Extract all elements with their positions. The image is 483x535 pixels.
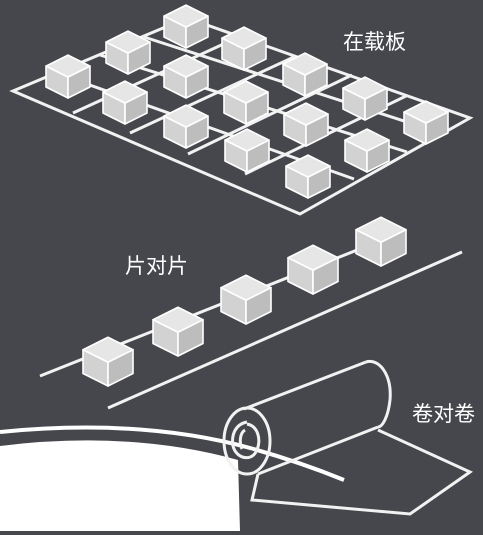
corner-arc (0, 425, 345, 531)
board-cube-12 (403, 100, 449, 145)
roll-to-roll-label: 卷对卷 (412, 402, 475, 426)
chip-cube-4 (152, 306, 204, 357)
board-cube-2 (105, 30, 151, 75)
chip-cube-2 (287, 244, 339, 295)
board-cube-4 (45, 54, 91, 99)
board-cube-3 (221, 26, 267, 71)
board-cube-6 (282, 52, 328, 97)
chip-cube-1 (355, 216, 407, 267)
board-cube-7 (102, 80, 148, 125)
board-cube-14 (344, 128, 390, 173)
chip-cube-3 (220, 274, 272, 325)
board-cube-1 (163, 4, 209, 49)
board-cube-9 (342, 76, 388, 121)
board-cube-10 (163, 104, 209, 149)
board-cube-13 (224, 128, 270, 173)
board-cube-11 (283, 102, 329, 147)
chip-cube-5 (82, 336, 134, 387)
board-cube-15 (285, 154, 331, 199)
carrier-board-cubes (45, 4, 449, 199)
roll-sheet (222, 360, 474, 516)
board-cube-5 (163, 54, 209, 99)
board-cube-8 (223, 80, 269, 125)
carrier-board-label: 在载板 (343, 30, 406, 54)
chip-conveyor-cubes (82, 216, 407, 387)
chip-to-chip-label: 片对片 (125, 254, 188, 278)
